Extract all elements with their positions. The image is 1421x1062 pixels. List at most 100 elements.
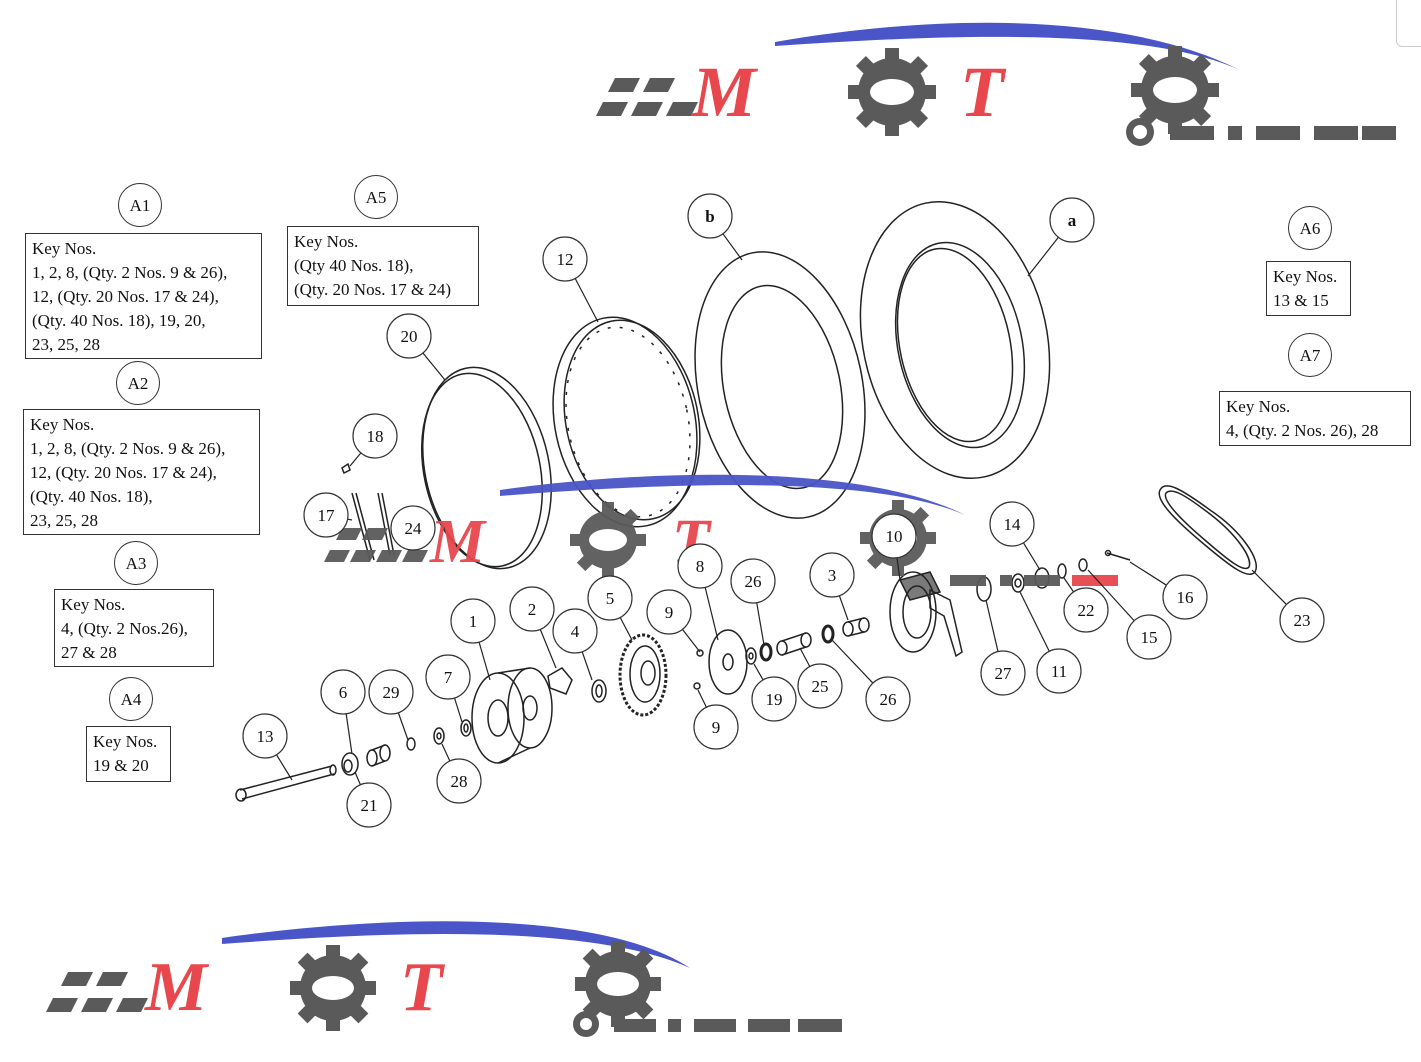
part-belt [1158,485,1257,575]
callout-26: 26 [730,558,776,604]
callout-label: 5 [606,589,615,608]
part-bearing-7 [460,719,472,737]
gear-icon [290,945,376,1031]
callout-label: a [1068,211,1077,230]
leader-line [896,557,901,581]
callout-8: 8 [677,543,723,589]
callout-2: 2 [509,586,555,632]
kit-line: 23, 25, 28 [30,511,98,530]
window-corner [1396,0,1421,47]
callout-label: 12 [557,250,574,269]
callout-label: 20 [401,327,418,346]
kit-label-a5: A5 [354,175,398,219]
kit-label-a1: A1 [118,183,162,227]
part-washer-15 [1078,558,1088,572]
callout-label: 8 [696,557,705,576]
callout-label: 10 [886,527,903,546]
callout-11: 11 [1036,648,1082,694]
callout-b: b [687,193,733,239]
leader-line [1063,577,1075,593]
leader-line [453,697,463,723]
callout-label: 19 [766,690,783,709]
kit-box-a7: Key Nos.4, (Qty. 2 Nos. 26), 28 [1219,391,1411,446]
gear-icon [848,48,936,136]
leader-line [354,771,361,785]
kit-line: 4, (Qty. 2 Nos. 26), 28 [1226,421,1379,440]
leader-line [799,647,811,667]
leader-line [1251,569,1287,605]
part-oil-seal-4 [591,679,607,703]
callout-16: 16 [1162,574,1208,620]
callout-25: 25 [797,663,843,709]
callout-4: 4 [552,608,598,654]
kit-line: Key Nos. [294,232,359,251]
part-tube [694,251,866,519]
callout-label: 13 [257,727,274,746]
logo-letter-m: M [429,508,487,576]
leader-line [831,639,874,684]
callout-label: 27 [995,664,1013,683]
part-rim [552,316,701,528]
leader-line [838,595,849,621]
callout-10: 10 [871,513,917,559]
kit-line: Key Nos. [1273,267,1338,286]
moto-guids-logo-top: M T [596,22,1396,146]
callout-bubbles: ab12345678991011121314151617181920212223… [242,193,1325,828]
callout-15: 15 [1126,614,1172,660]
kit-line: 12, (Qty. 20 Nos. 17 & 24), [32,287,219,306]
kit-line: (Qty 40 Nos. 18), [294,256,414,275]
kit-line: 1, 2, 8, (Qty. 2 Nos. 9 & 26), [30,439,226,458]
part-bearing-26a [759,642,773,662]
leader-line [581,651,593,681]
part-spacer-25 [776,632,812,656]
callout-28: 28 [436,758,482,804]
leader-line [441,743,451,762]
callout-label: 29 [383,683,400,702]
leader-line [574,278,599,323]
callout-label: 17 [318,506,336,525]
callout-label: 11 [1051,662,1067,681]
callout-3: 3 [809,552,855,598]
leader-line [985,599,999,652]
callout-label: 22 [1078,601,1095,620]
callout-17: 17 [303,492,349,538]
gear-icon [1131,46,1219,134]
leader-line [539,629,557,669]
callout-label: 15 [1141,628,1158,647]
callout-5: 5 [587,575,633,621]
leader-line [1129,561,1167,586]
callout-9: 9 [646,589,692,635]
kit-line: 19 & 20 [93,756,149,775]
kit-box-a4: Key Nos.19 & 20 [86,726,171,782]
callout-23: 23 [1279,597,1325,643]
leader-line [756,602,765,646]
callout-label: 16 [1177,588,1194,607]
callout-label: 14 [1004,515,1022,534]
callout-9: 9 [693,704,739,750]
part-washer-28a [433,727,445,745]
callout-a: a [1049,197,1095,243]
leader-line [1022,542,1041,571]
part-spacer-6 [366,744,391,767]
callout-1: 1 [450,598,496,644]
callout-label: 21 [361,796,378,815]
leader-line [753,663,764,681]
leader-line [697,689,707,708]
logo-letter-m: M [691,52,759,132]
callout-label: 7 [444,668,453,687]
callout-24: 24 [390,505,436,551]
leader-line [422,352,446,381]
logo-letter-t: T [400,949,446,1026]
callout-label: 23 [1294,611,1311,630]
part-axle [235,764,337,802]
callout-21: 21 [346,782,392,828]
callout-19: 19 [751,676,797,722]
kit-line: 27 & 28 [61,643,117,662]
callout-29: 29 [368,669,414,715]
part-split-pin-16 [1104,549,1131,561]
callout-label: 1 [469,612,478,631]
callout-14: 14 [989,501,1035,547]
callout-label: 18 [367,427,384,446]
leader-line [1019,591,1050,652]
